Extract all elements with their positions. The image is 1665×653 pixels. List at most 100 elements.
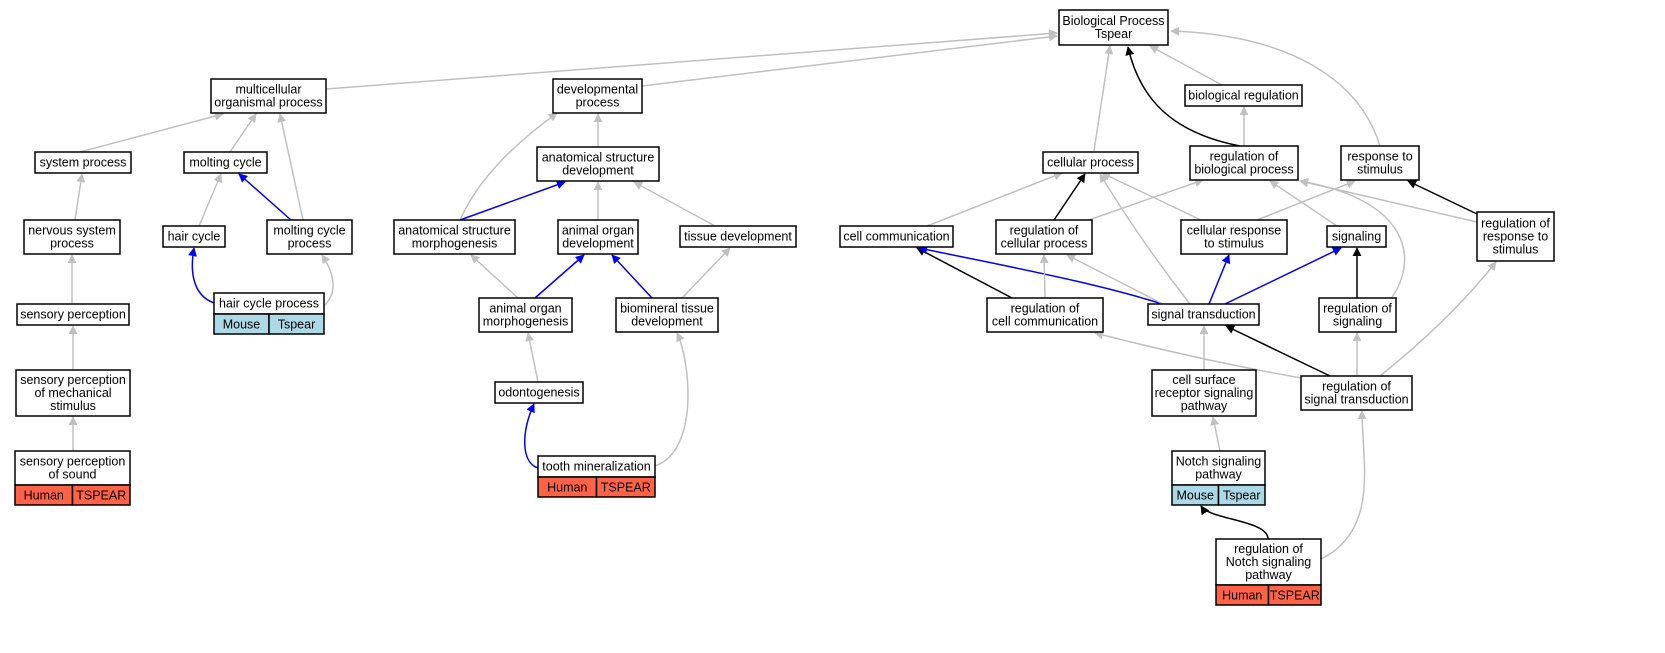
edge-line bbox=[1210, 416, 1221, 452]
node-st[interactable]: signal transduction bbox=[1147, 303, 1260, 326]
node-label-line: organismal process bbox=[214, 96, 322, 110]
node-label-line: developmental bbox=[557, 83, 638, 97]
node-label-line: signal transduction bbox=[1304, 393, 1408, 407]
node-box bbox=[552, 78, 643, 114]
species-tag-human: TSPEAR bbox=[71, 484, 131, 506]
node-sig[interactable]: signaling bbox=[1326, 225, 1387, 248]
node-label-line: response to bbox=[1347, 150, 1412, 164]
node-breg[interactable]: biological regulation bbox=[1184, 84, 1303, 107]
species-tag-bg bbox=[268, 313, 325, 335]
edge-line bbox=[1200, 505, 1269, 540]
edge-rts-bp-is-a bbox=[1170, 26, 1381, 147]
edge-rccom-rcp-is-a bbox=[1039, 254, 1049, 299]
node-label-line: multicellular bbox=[236, 83, 302, 97]
node-label-line: receptor signaling bbox=[1155, 386, 1254, 400]
edge-sig-rbp-is-a bbox=[1269, 180, 1338, 227]
edge-mcp-mop-is-a bbox=[277, 113, 304, 221]
edge-line bbox=[198, 173, 222, 227]
edge-sysp-mop-is-a bbox=[79, 111, 224, 153]
edge-dev-bp-is-a bbox=[641, 32, 1058, 87]
node-box bbox=[1147, 303, 1260, 326]
edge-odon-aom-is-a bbox=[525, 332, 539, 383]
node-cc[interactable]: cell communication bbox=[839, 225, 954, 248]
node-tisd[interactable]: tissue development bbox=[679, 225, 797, 248]
node-label-line: molting cycle bbox=[273, 224, 345, 238]
edge-aom-aod-regulates bbox=[534, 254, 585, 299]
node-molt[interactable]: molting cycle bbox=[183, 151, 268, 174]
edge-line bbox=[1407, 180, 1478, 215]
node-box bbox=[478, 297, 573, 333]
edge-mop-bp-is-a bbox=[325, 29, 1058, 90]
node-label-line: animal organ bbox=[562, 224, 634, 238]
edge-line bbox=[238, 173, 292, 221]
edge-rcp-rbp-is-a bbox=[1082, 178, 1204, 223]
node-label-line: regulation of bbox=[1322, 380, 1391, 394]
edge-rbp-bp-part-of bbox=[1125, 46, 1241, 147]
node-sysp[interactable]: system process bbox=[34, 151, 132, 174]
species-tag-bg bbox=[1217, 484, 1266, 506]
edge-st-crs-regulates bbox=[1208, 254, 1231, 305]
edge-tmin-btd-is-a bbox=[654, 332, 689, 467]
node-label-line: Biological Process bbox=[1062, 14, 1164, 28]
edge-st-cc-regulates bbox=[918, 245, 1181, 311]
node-sensp[interactable]: sensory perception bbox=[16, 303, 130, 326]
node-label-line: sensory perception bbox=[20, 373, 126, 387]
node-label-line: process bbox=[576, 96, 620, 110]
edge-hcp-hairc-regulates bbox=[188, 247, 215, 304]
node-box bbox=[1184, 84, 1303, 107]
edge-line bbox=[1099, 173, 1191, 305]
node-label-line: cell communication bbox=[843, 230, 949, 244]
node-label-line: of sound bbox=[49, 468, 97, 482]
species-tag-label: TSPEAR bbox=[76, 489, 126, 503]
node-label-line: sensory perception bbox=[20, 455, 126, 469]
edge-hairc-molt-is-a bbox=[198, 173, 222, 227]
node-box bbox=[679, 225, 797, 248]
edge-hcp-mcp-is-a bbox=[321, 254, 334, 307]
edge-breg-bp-is-a bbox=[1149, 45, 1223, 86]
node-label-line: stimulus bbox=[1357, 163, 1403, 177]
species-tag-label: Tspear bbox=[1223, 489, 1261, 503]
species-tag-label: TSPEAR bbox=[601, 481, 651, 495]
edge-line bbox=[641, 32, 1058, 87]
node-cellp[interactable]: cellular process bbox=[1042, 151, 1139, 174]
node-label-line: regulation of bbox=[1210, 150, 1279, 164]
node-box bbox=[162, 225, 226, 248]
edge-line bbox=[229, 113, 257, 153]
node-box bbox=[995, 219, 1093, 255]
node-hairc[interactable]: hair cycle bbox=[162, 225, 226, 248]
node-label-line: cell communication bbox=[992, 315, 1098, 329]
node-box bbox=[1180, 219, 1288, 255]
node-box bbox=[393, 219, 516, 255]
node-label-line: hair cycle process bbox=[219, 297, 319, 311]
node-label-line: to stimulus bbox=[1204, 237, 1264, 251]
edge-line bbox=[1149, 45, 1223, 86]
edge-line bbox=[681, 247, 731, 299]
edge-line bbox=[1224, 247, 1342, 305]
node-odon[interactable]: odontogenesis bbox=[494, 381, 584, 404]
